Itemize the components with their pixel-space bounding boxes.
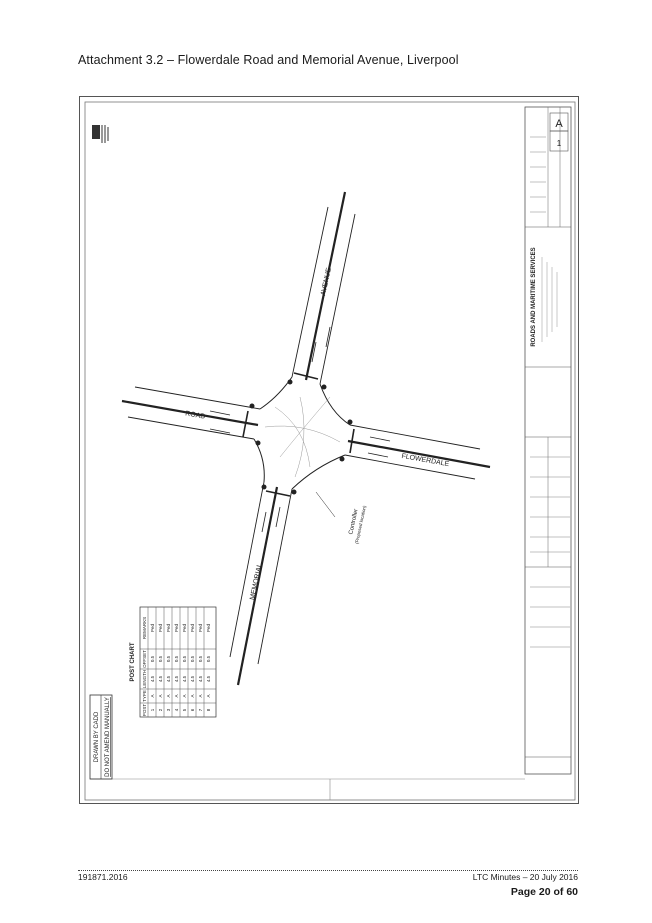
title-block: A 1 ROADS AND MARITIME SERVICES — [524, 106, 572, 775]
stamp-line-2: DO NOT AMEND MANUALLY — [105, 697, 111, 777]
post-chart-cell: A — [190, 694, 195, 697]
agency-name: ROADS AND MARITIME SERVICES — [531, 247, 537, 346]
post-chart-header: POST — [142, 704, 147, 717]
road-label-avenue: AVENUE — [320, 267, 333, 296]
post-chart-cell: Ped — [166, 624, 171, 633]
post-chart-cell: 6 — [190, 708, 195, 711]
post-chart-cell: A — [182, 694, 187, 697]
post-chart-cell: 3 — [166, 708, 171, 711]
post-chart-cell: 4.5 — [206, 675, 211, 682]
post-chart-cell: Ped — [174, 624, 179, 633]
post-chart-cell: 8 — [206, 708, 211, 711]
engineering-drawing: A 1 ROADS AND MARITIME SERVICES — [79, 96, 579, 804]
post-chart-cell: A — [206, 694, 211, 697]
post-chart-cell: Ped — [190, 624, 195, 633]
controller-label: Controller — [348, 508, 359, 535]
post-chart-cell: 4.5 — [174, 675, 179, 682]
post-chart-cell: A — [166, 694, 171, 697]
post-chart-cell: 0.5 — [206, 655, 211, 662]
post-chart-cell: 7 — [198, 708, 203, 711]
post-chart-cell: Ped — [150, 624, 155, 633]
post-chart-cell: Ped — [198, 624, 203, 633]
post-chart-title: POST CHART — [130, 642, 136, 681]
post-chart: POST CHART POST TYPE LENGTH OFFSET REMAR… — [130, 606, 217, 718]
post-chart-cell: A — [174, 694, 179, 697]
post-chart-cell: A — [158, 694, 163, 697]
sheet-number: 1 — [557, 139, 562, 148]
cadd-stamp: DRAWN BY CADD DO NOT AMEND MANUALLY — [89, 694, 113, 780]
footer-divider — [78, 870, 578, 871]
post-chart-header: LENGTH — [142, 670, 147, 688]
stamp-line-1: DRAWN BY CADD — [94, 711, 100, 762]
post-chart-cell: 0.5 — [190, 655, 195, 662]
post-chart-cell: Ped — [158, 624, 163, 633]
attachment-heading: Attachment 3.2 – Flowerdale Road and Mem… — [78, 53, 459, 67]
post-chart-cell: 5 — [182, 708, 187, 711]
road-layout — [121, 191, 491, 686]
post-chart-cell: 0.5 — [174, 655, 179, 662]
post-chart-cell: A — [150, 694, 155, 697]
post-chart-cell: 1 — [150, 708, 155, 711]
post-chart-cell: Ped — [182, 624, 187, 633]
post-chart-cell: 0.5 — [150, 655, 155, 662]
intersection-plan: A 1 ROADS AND MARITIME SERVICES — [84, 101, 576, 801]
post-chart-header: TYPE — [142, 690, 147, 702]
footer-reference: 191871.2016 — [78, 872, 128, 882]
post-chart-cell: 4.5 — [150, 675, 155, 682]
post-chart-header: OFFSET — [142, 650, 147, 668]
post-chart-cell: 0.5 — [166, 655, 171, 662]
post-chart-cell: 4.5 — [158, 675, 163, 682]
post-chart-cell: 0.5 — [182, 655, 187, 662]
post-chart-cell: 4.5 — [190, 675, 195, 682]
post-chart-header: REMARKS — [142, 617, 147, 639]
post-chart-cell: 4.5 — [182, 675, 187, 682]
revision-letter: A — [555, 118, 563, 130]
post-chart-cell: 4 — [174, 708, 179, 711]
post-chart-cell: 0.5 — [158, 655, 163, 662]
post-chart-cell: 4.5 — [198, 675, 203, 682]
footer-minutes-date: LTC Minutes – 20 July 2016 — [472, 872, 578, 882]
road-label-memorial: MEMORIAL — [249, 563, 264, 601]
post-chart-cell: 4.5 — [166, 675, 171, 682]
road-label-road: ROAD — [185, 410, 206, 420]
post-chart-cell: 2 — [158, 708, 163, 711]
post-chart-cell: 0.5 — [198, 655, 203, 662]
page-number: Page 20 of 60 — [510, 886, 578, 898]
agency-logo — [92, 125, 109, 143]
post-chart-cell: Ped — [206, 624, 211, 633]
post-chart-cell: A — [198, 694, 203, 697]
